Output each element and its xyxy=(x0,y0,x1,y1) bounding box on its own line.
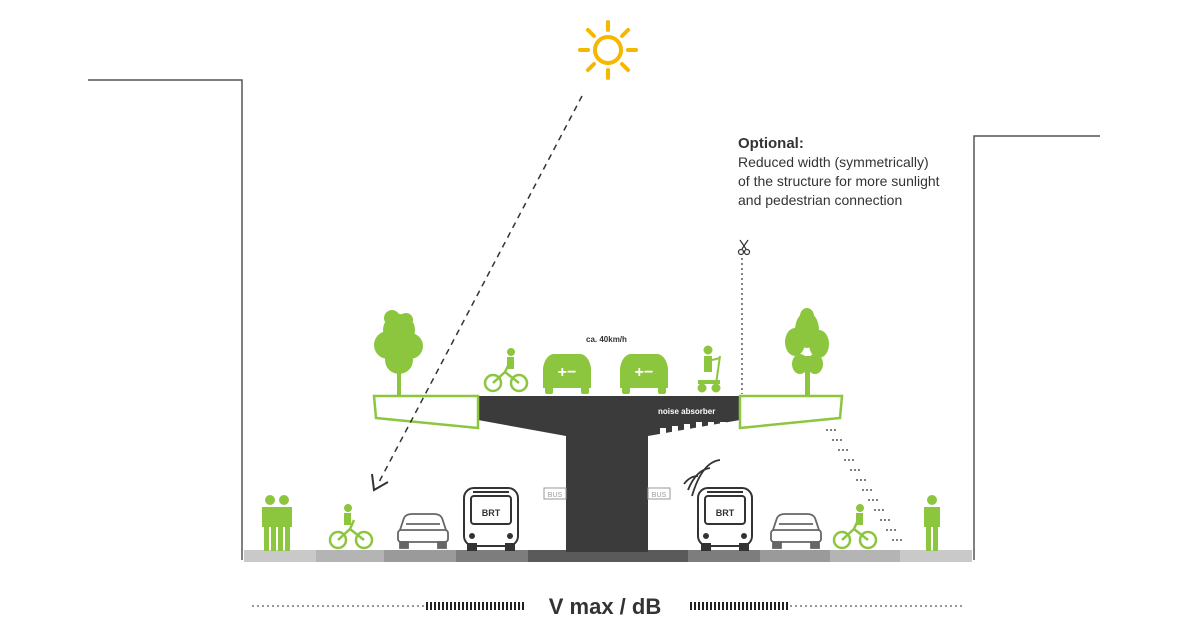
tree-icon xyxy=(374,310,423,396)
noise-absorber-label: noise absorber xyxy=(658,407,715,416)
elevated-structure xyxy=(372,394,844,552)
electric-car-icon xyxy=(543,354,591,394)
bus-sign-left xyxy=(543,487,567,500)
noise-absorber-teeth xyxy=(660,422,726,436)
electric-car-icon xyxy=(620,354,668,394)
bottom-scale-label: V max / dB xyxy=(549,594,661,619)
optional-note: Optional: Reduced width (symmetrically) … xyxy=(738,134,998,210)
pedestrian-icon xyxy=(924,495,940,551)
left-building-edge xyxy=(88,79,243,560)
cyclist-icon xyxy=(483,348,529,393)
left-planter-wing xyxy=(372,394,480,430)
stairs xyxy=(826,429,904,541)
bus-sign-right xyxy=(647,487,671,500)
wireless-signal-icon xyxy=(683,459,721,497)
brt-bus-icon xyxy=(463,487,519,551)
optional-note-title: Optional: xyxy=(738,135,804,152)
brt-bus-icon xyxy=(697,487,753,551)
brt-label-left: BRT xyxy=(482,508,501,518)
sunlight-arrow xyxy=(371,95,583,492)
segway-rider-icon xyxy=(697,345,721,393)
scissors-icon xyxy=(737,239,751,256)
brt-label-right: BRT xyxy=(716,508,735,518)
right-planter-wing xyxy=(738,394,844,430)
palm-tree-icon xyxy=(785,308,829,396)
right-building-edge xyxy=(973,135,1100,560)
sun-icon xyxy=(578,20,638,80)
ev-sign-left: +− xyxy=(558,364,577,381)
cyclist-icon xyxy=(832,504,878,550)
bus-sign-right-text: BUS xyxy=(652,492,667,499)
pedestrian-icon xyxy=(262,495,292,551)
cyclist-icon xyxy=(328,504,374,550)
car-icon xyxy=(397,513,449,549)
optional-note-line: and pedestrian connection xyxy=(738,192,903,208)
bus-sign-left-text: BUS xyxy=(548,492,563,499)
ground-lanes xyxy=(244,550,972,562)
optional-note-line: of the structure for more sunlight xyxy=(738,173,940,189)
car-icon xyxy=(770,513,822,549)
optional-note-line: Reduced width (symmetrically) xyxy=(738,154,929,170)
speed-label: ca. 40km/h xyxy=(586,335,627,344)
ev-sign-right: +− xyxy=(635,364,654,381)
